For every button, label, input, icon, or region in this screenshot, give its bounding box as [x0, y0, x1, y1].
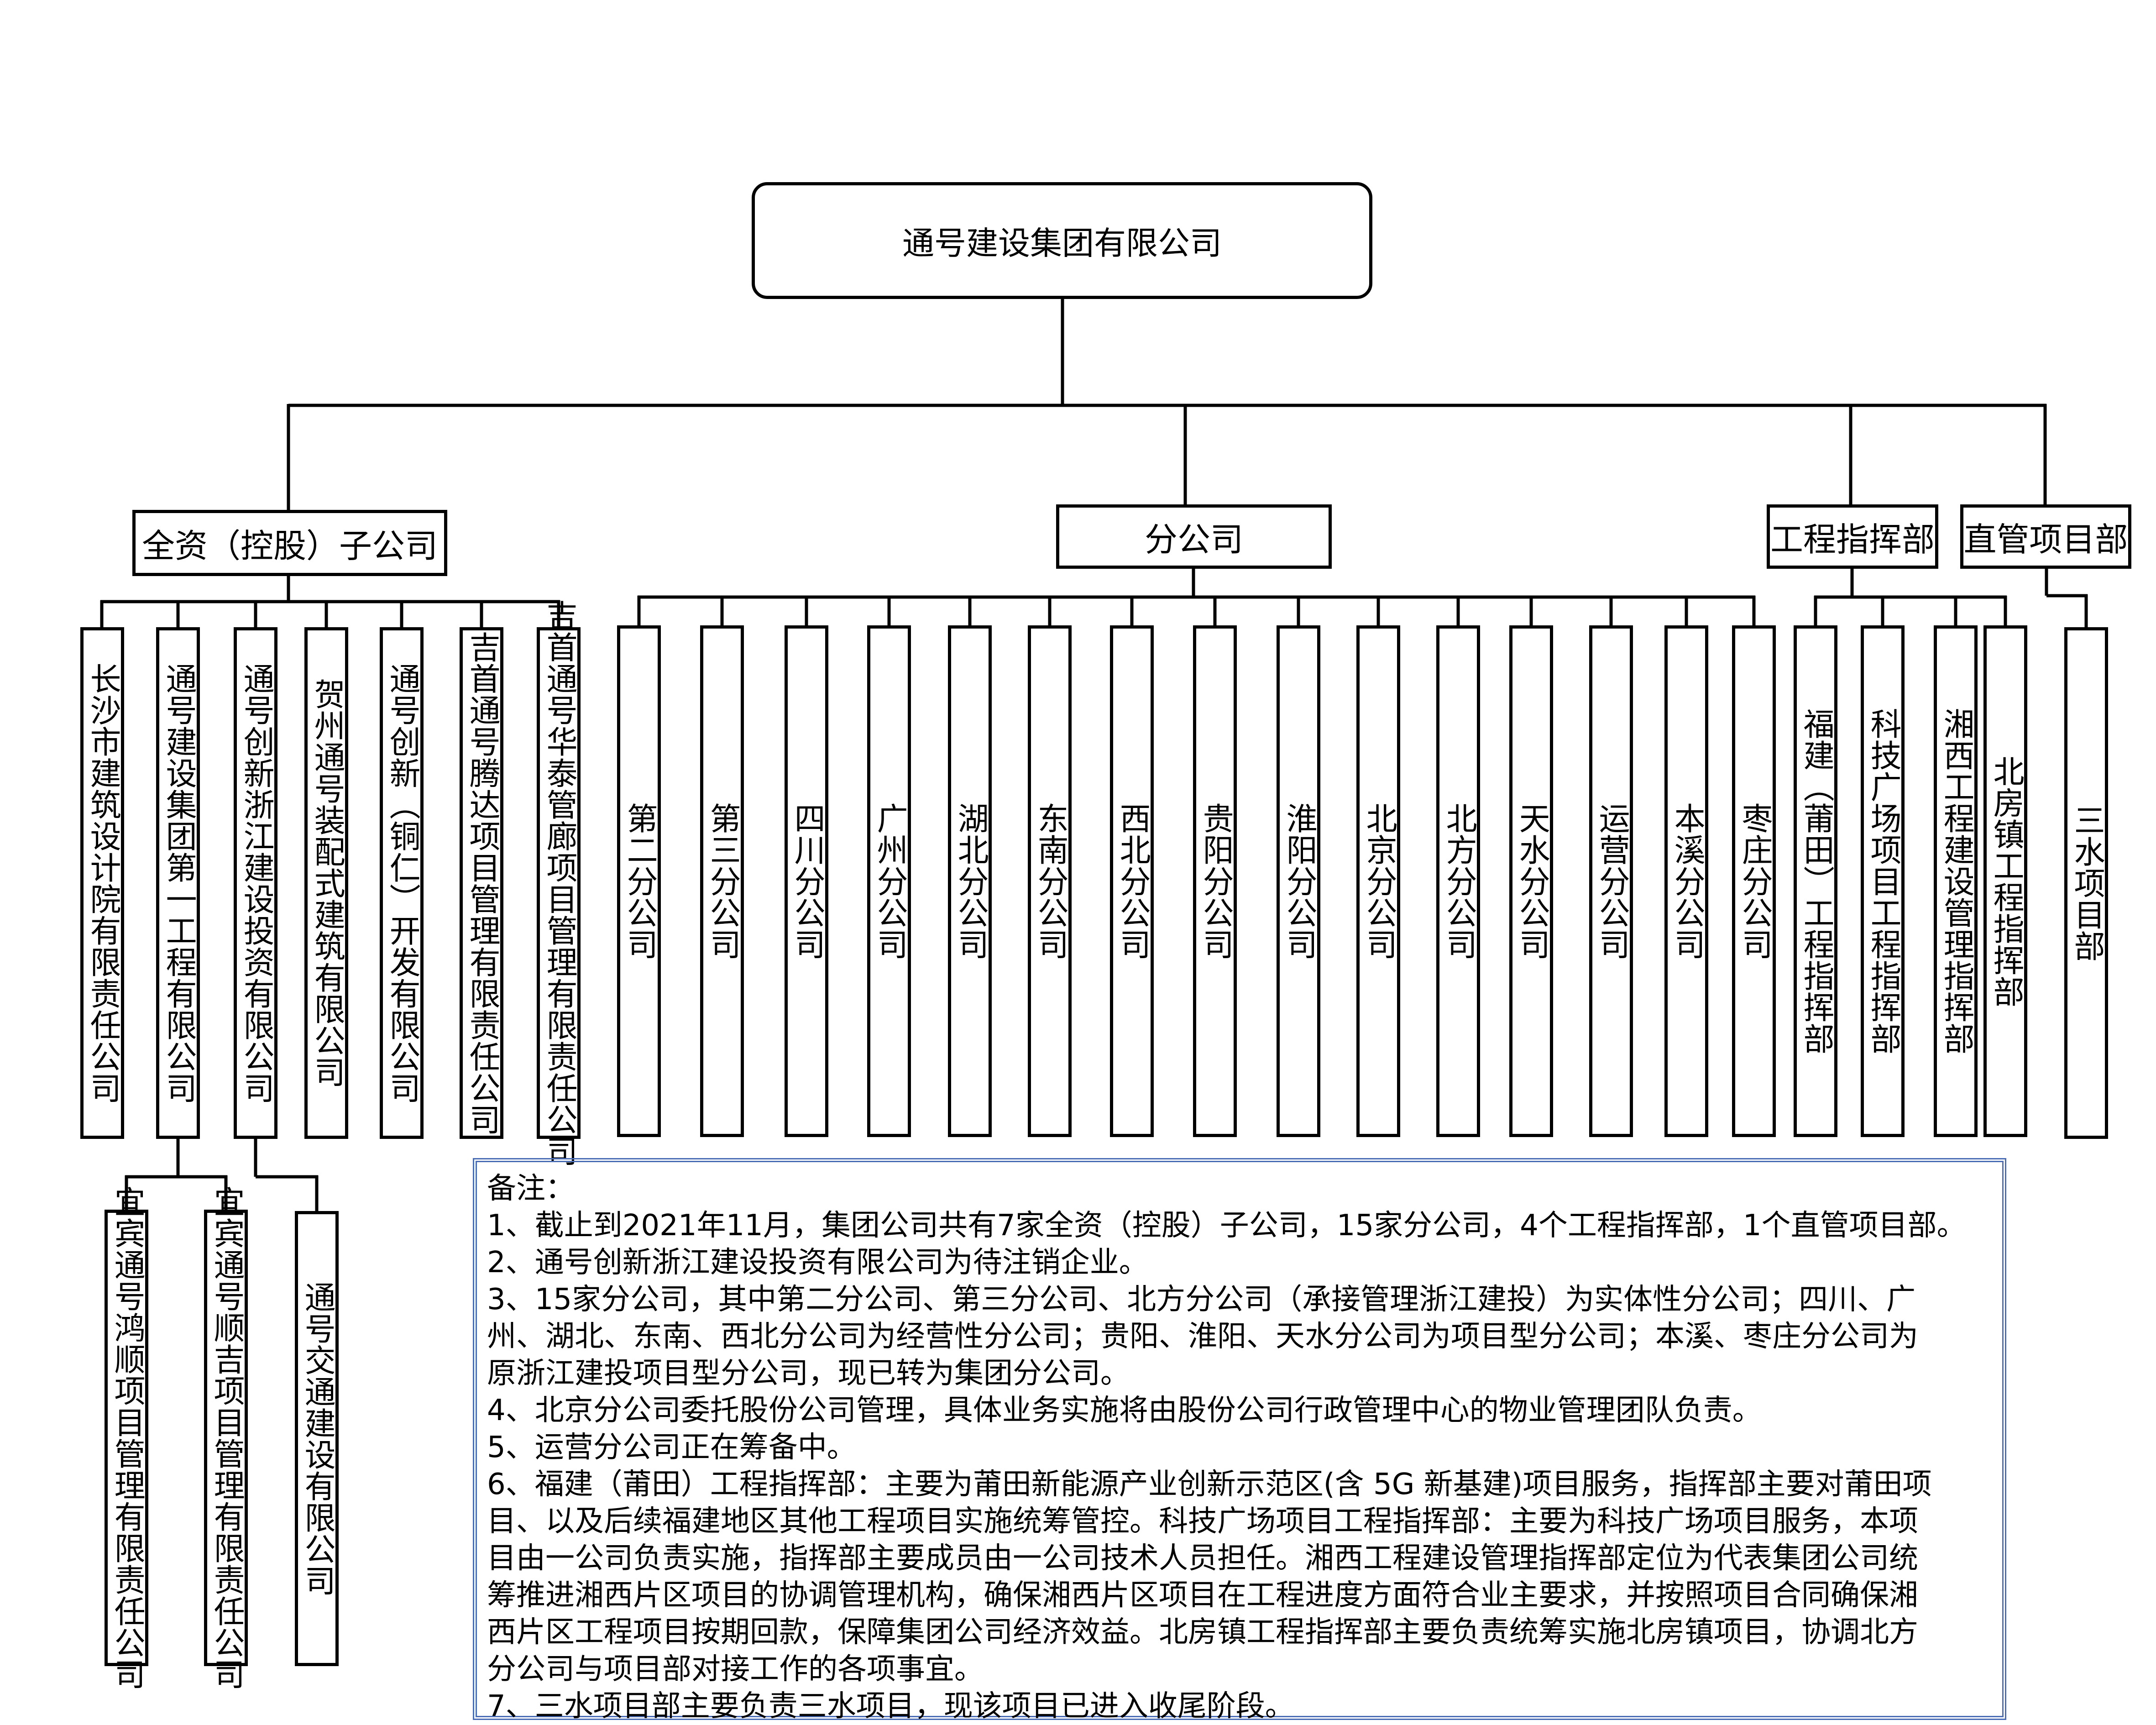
- branch-box: 四川分公司: [785, 625, 828, 1137]
- branch-label: 北京分公司: [1361, 802, 1397, 960]
- branch-box: 天水分公司: [1509, 625, 1553, 1137]
- subsidiary-box: 通号建设集团第一工程有限公司: [156, 627, 200, 1139]
- branch-label: 贵阳分公司: [1197, 802, 1234, 960]
- subsidiary-label: 长沙市建筑设计院有限责任公司: [84, 662, 121, 1104]
- notes-line: 3、15家分公司，其中第二分公司、第三分公司、北方分公司（承接管理浙江建投）为实…: [487, 1283, 1916, 1316]
- notes-line: 4、北京分公司委托股份公司管理，具体业务实施将由股份公司行政管理中心的物业管理团…: [487, 1394, 1762, 1427]
- group-commands: 工程指挥部: [1767, 504, 1938, 569]
- subsidiary-label: 贺州通号装配式建筑有限公司: [309, 678, 345, 1088]
- branch-box: 北方分公司: [1436, 625, 1480, 1137]
- subsidiary-box: 吉首通号华泰管廊项目管理有限责任公司: [537, 600, 581, 1167]
- command-box: 北房镇工程指挥部: [1983, 625, 2027, 1137]
- branch-box: 广州分公司: [867, 625, 911, 1137]
- group-commands-label: 工程指挥部: [1770, 520, 1935, 559]
- command-label: 湘西工程建设管理指挥部: [1938, 708, 1974, 1054]
- second-level-box: 通号交通建设有限公司: [295, 1211, 339, 1666]
- notes-line: 1、截止到2021年11月，集团公司共有7家全资（控股）子公司，15家分公司，4…: [487, 1209, 1966, 1243]
- branch-box: 本溪分公司: [1664, 625, 1708, 1137]
- notes-line: 西片区工程项目按期回款，保障集团公司经济效益。北房镇工程指挥部主要负责统筹实施北…: [487, 1615, 1918, 1649]
- second-level-box: 宜宾通号鸿顺项目管理有限责任公司: [105, 1186, 148, 1690]
- branch-label: 北方分公司: [1440, 802, 1477, 960]
- branch-box: 枣庄分公司: [1732, 625, 1776, 1137]
- subsidiary-label: 通号创新浙江建设投资有限公司: [238, 662, 274, 1104]
- command-label: 福建（莆田）工程指挥部: [1798, 708, 1834, 1054]
- notes-line: 筹推进湘西片区项目的协调管理机构，确保湘西片区项目在工程进度方面符合业主要求，并…: [487, 1578, 1918, 1612]
- second-level-label: 通号交通建设有限公司: [299, 1281, 335, 1596]
- branch-label: 淮阳分公司: [1281, 802, 1317, 960]
- subsidiary-box: 吉首通号腾达项目管理有限责任公司: [460, 627, 503, 1139]
- branch-box: 北京分公司: [1356, 625, 1400, 1137]
- subsidiary-box: 通号创新浙江建设投资有限公司: [234, 627, 277, 1139]
- second-level-label: 宜宾通号鸿顺项目管理有限责任公司: [109, 1186, 145, 1690]
- branch-label: 本溪分公司: [1669, 802, 1705, 960]
- branch-label: 西北分公司: [1114, 802, 1151, 960]
- notes-line: 分公司与项目部对接工作的各项事宜。: [487, 1652, 984, 1686]
- branch-box: 贵阳分公司: [1193, 625, 1237, 1137]
- group-branches: 分公司: [1056, 504, 1332, 569]
- branch-label: 广州分公司: [871, 802, 908, 960]
- command-box: 福建（莆田）工程指挥部: [1794, 625, 1837, 1137]
- branch-box: 东南分公司: [1028, 625, 1072, 1137]
- group-direct-label: 直管项目部: [1963, 520, 2128, 559]
- notes-line: 6、福建（莆田）工程指挥部：主要为莆田新能源产业创新示范区(含 5G 新基建)项…: [487, 1468, 1932, 1501]
- branch-label: 运营分公司: [1593, 802, 1630, 960]
- branch-label: 天水分公司: [1513, 802, 1550, 960]
- branch-box: 第三分公司: [700, 625, 744, 1137]
- subsidiary-label: 通号创新（铜仁）开发有限公司: [384, 662, 420, 1104]
- group-branches-label: 分公司: [1144, 520, 1243, 559]
- branch-label: 湖北分公司: [952, 802, 989, 960]
- branch-box: 运营分公司: [1589, 625, 1633, 1137]
- branch-box: 湖北分公司: [948, 625, 992, 1137]
- group-direct: 直管项目部: [1960, 504, 2131, 569]
- branch-box: 淮阳分公司: [1277, 625, 1320, 1137]
- group-subsidiaries-label: 全资（控股）子公司: [141, 527, 438, 565]
- branch-box: 第二分公司: [617, 625, 661, 1137]
- second-level-box: 宜宾通号顺吉项目管理有限责任公司: [204, 1186, 248, 1690]
- notes-heading: 备注：: [487, 1172, 575, 1206]
- branch-label: 枣庄分公司: [1736, 802, 1773, 960]
- notes-line: 目、以及后续福建地区其他工程项目实施统筹管控。科技广场项目工程指挥部：主要为科技…: [487, 1505, 1918, 1538]
- notes-line: 7、三水项目部主要负责三水项目，现该项目已进入收尾阶段。: [487, 1689, 1294, 1723]
- second-level-label: 宜宾通号顺吉项目管理有限责任公司: [208, 1186, 245, 1690]
- subsidiary-label: 吉首通号腾达项目管理有限责任公司: [464, 631, 500, 1135]
- branch-label: 四川分公司: [789, 802, 825, 960]
- notes-line: 目由一公司负责实施，指挥部主要成员由一公司技术人员担任。湘西工程建设管理指挥部定…: [487, 1541, 1918, 1575]
- branch-label: 东南分公司: [1032, 802, 1068, 960]
- subsidiary-box: 通号创新（铜仁）开发有限公司: [380, 627, 424, 1139]
- branch-label: 第二分公司: [621, 802, 658, 960]
- notes-box: 备注： 1、截止到2021年11月，集团公司共有7家全资（控股）子公司，15家分…: [473, 1158, 2006, 1723]
- command-box: 湘西工程建设管理指挥部: [1934, 625, 1978, 1137]
- subsidiary-label: 吉首通号华泰管廊项目管理有限责任公司: [541, 599, 577, 1167]
- branch-box: 西北分公司: [1110, 625, 1154, 1137]
- root-label: 通号建设集团有限公司: [902, 224, 1222, 262]
- notes-line: 5、运营分公司正在筹备中。: [487, 1431, 856, 1464]
- subsidiary-box: 长沙市建筑设计院有限责任公司: [80, 627, 124, 1139]
- notes-line: 2、通号创新浙江建设投资有限公司为待注销企业。: [487, 1246, 1148, 1279]
- command-box: 科技广场项目工程指挥部: [1861, 625, 1905, 1137]
- branch-label: 第三分公司: [704, 802, 741, 960]
- command-label: 北房镇工程指挥部: [1988, 755, 2024, 1007]
- group-subsidiaries: 全资（控股）子公司: [132, 510, 447, 576]
- command-label: 科技广场项目工程指挥部: [1865, 708, 1901, 1054]
- subsidiary-label: 通号建设集团第一工程有限公司: [160, 662, 197, 1104]
- notes-line: 州、湖北、东南、西北分公司为经营性分公司；贵阳、淮阳、天水分公司为项目型分公司；…: [487, 1320, 1918, 1353]
- subsidiary-box: 贺州通号装配式建筑有限公司: [304, 627, 348, 1139]
- direct-project-box: 三水项目部: [2064, 627, 2108, 1139]
- direct-project-label: 三水项目部: [2068, 804, 2105, 962]
- notes-line: 原浙江建投项目型分公司，现已转为集团分公司。: [487, 1357, 1130, 1390]
- root-company: 通号建设集团有限公司: [752, 182, 1372, 299]
